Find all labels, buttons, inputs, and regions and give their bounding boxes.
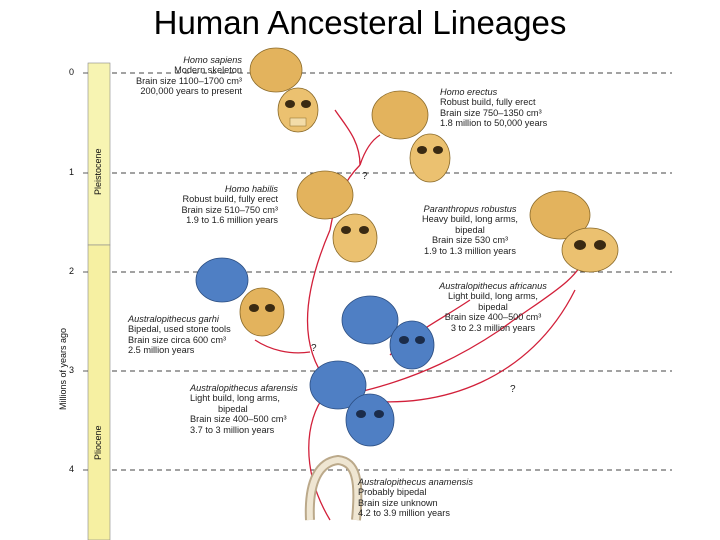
species-detail: Brain size 400–500 cm³ bbox=[444, 312, 542, 323]
page-title: Human Ancesteral Lineages bbox=[153, 4, 567, 41]
species-detail: 4.2 to 3.9 million years bbox=[358, 508, 450, 519]
species-detail: Robust build, fully erect bbox=[182, 194, 279, 205]
species-detail: bipedal bbox=[455, 224, 485, 235]
label-homo-sapiens: Homo sapiens Modern skeleton Brain size … bbox=[118, 55, 242, 97]
species-detail: 3.7 to 3 million years bbox=[190, 424, 275, 435]
species-detail: Modern skeleton bbox=[174, 65, 242, 76]
species-name: Paranthropus robustus bbox=[423, 204, 517, 214]
species-detail: 3 to 2.3 million years bbox=[450, 322, 536, 333]
species-name: Australopithecus garhi bbox=[128, 314, 219, 324]
species-name: Homo habilis bbox=[224, 184, 278, 194]
species-name: Australopithecus africanus bbox=[439, 281, 547, 291]
species-detail: Brain size 750–1350 cm³ bbox=[440, 107, 542, 118]
australopithecus-afarensis-skull-icon bbox=[309, 360, 395, 447]
tick-4: 4 bbox=[69, 464, 75, 474]
species-detail: 2.5 million years bbox=[128, 345, 195, 356]
label-australopithecus-africanus: Australopithecus africanus Light build, … bbox=[418, 281, 568, 333]
species-detail: Light build, long arms, bbox=[190, 393, 280, 404]
tick-1: 1 bbox=[69, 167, 75, 177]
tick-2: 2 bbox=[69, 266, 75, 276]
axis-label: Millions of years ago bbox=[58, 327, 68, 410]
species-detail: Bipedal, used stone tools bbox=[128, 324, 231, 335]
species-detail: 200,000 years to present bbox=[140, 86, 242, 97]
species-detail: Brain size 510–750 cm³ bbox=[181, 204, 278, 215]
epoch-pliocene: Pliocene bbox=[93, 425, 103, 460]
species-name: Homo sapiens bbox=[183, 55, 242, 65]
species-detail: Brain size 1100–1700 cm³ bbox=[135, 75, 242, 86]
axis-ticks bbox=[83, 72, 88, 471]
homo-sapiens-skull-icon bbox=[249, 47, 319, 133]
homo-habilis-skull-icon bbox=[296, 170, 378, 263]
label-australopithecus-anamensis: Australopithecus anamensis Probably bipe… bbox=[358, 477, 508, 519]
label-homo-erectus: Homo erectus Robust build, fully erect B… bbox=[440, 87, 580, 129]
australopithecus-africanus-skull-icon bbox=[341, 295, 435, 370]
label-paranthropus-robustus: Paranthropus robustus Heavy build, long … bbox=[412, 204, 528, 256]
uncertain-mark-1: ? bbox=[362, 171, 368, 182]
label-australopithecus-garhi: Australopithecus garhi Bipedal, used sto… bbox=[128, 314, 254, 356]
pliocene-band bbox=[87, 244, 111, 540]
australopithecus-anamensis-jaw-icon bbox=[304, 454, 363, 521]
species-detail: bipedal bbox=[218, 403, 248, 414]
species-detail: Brain size 530 cm³ bbox=[431, 235, 509, 246]
label-homo-habilis: Homo habilis Robust build, fully erect B… bbox=[150, 184, 278, 226]
epoch-pleistocene: Pleistocene bbox=[93, 148, 103, 195]
species-name: Homo erectus bbox=[440, 87, 498, 97]
species-detail: Heavy build, long arms, bbox=[421, 214, 518, 225]
tick-0: 0 bbox=[69, 67, 75, 77]
species-detail: Brain size unknown bbox=[358, 497, 438, 508]
uncertain-mark-3: ? bbox=[510, 384, 516, 395]
species-detail: bipedal bbox=[478, 301, 508, 312]
paranthropus-robustus-skull-icon bbox=[529, 190, 619, 273]
species-detail: 1.9 to 1.3 million years bbox=[424, 245, 516, 256]
uncertain-mark-2: ? bbox=[311, 343, 317, 354]
species-detail: 1.8 million to 50,000 years bbox=[440, 118, 548, 129]
species-detail: Brain size 400–500 cm³ bbox=[190, 414, 287, 425]
species-detail: Probably bipedal bbox=[358, 487, 427, 498]
species-name: Australopithecus anamensis bbox=[358, 477, 473, 487]
species-detail: Light build, long arms, bbox=[448, 291, 538, 302]
homo-erectus-skull-icon bbox=[371, 90, 451, 183]
species-detail: Brain size circa 600 cm³ bbox=[128, 334, 227, 345]
species-name: Australopithecus afarensis bbox=[190, 383, 298, 393]
species-detail: 1.9 to 1.6 million years bbox=[186, 215, 278, 226]
australopithecus-garhi-skull-icon bbox=[195, 257, 285, 337]
label-australopithecus-afarensis: Australopithecus afarensis Light build, … bbox=[190, 383, 310, 435]
tick-3: 3 bbox=[69, 365, 75, 375]
species-detail: Robust build, fully erect bbox=[440, 97, 536, 108]
